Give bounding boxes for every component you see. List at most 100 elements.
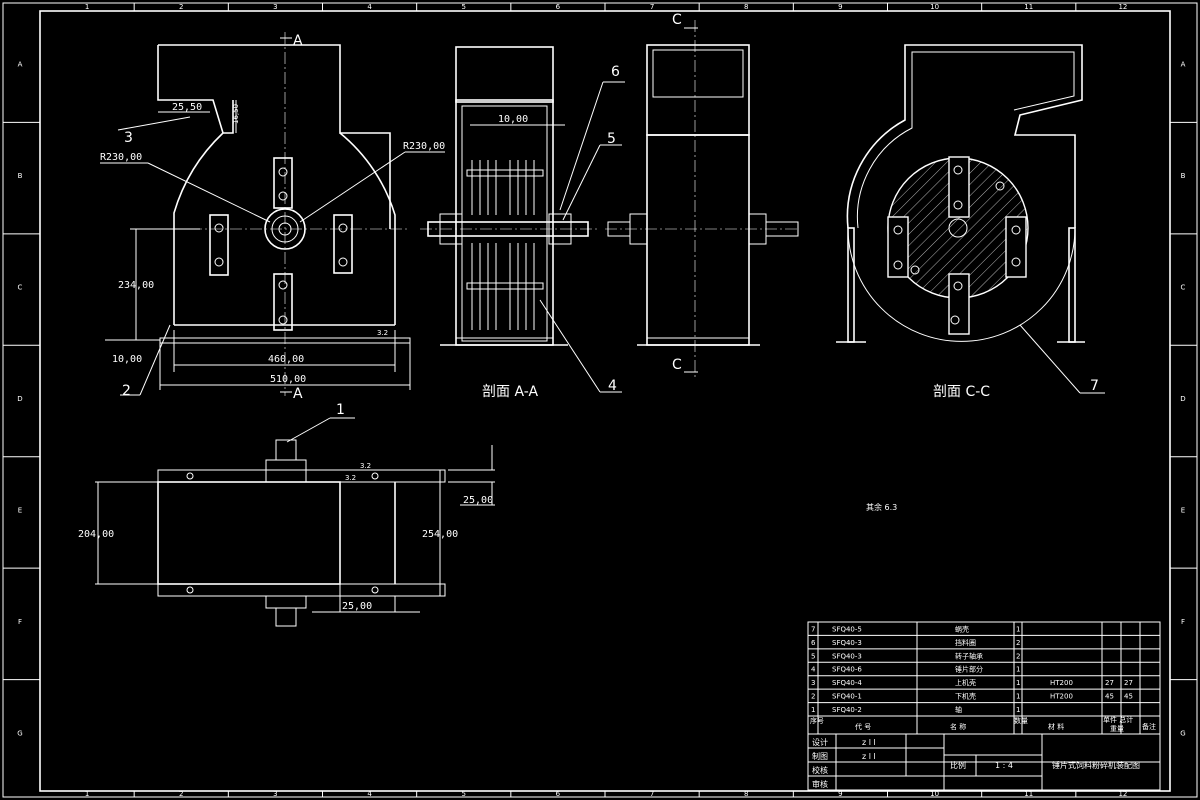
frame-row-right-B: B xyxy=(1181,172,1186,180)
bom-cell-name: 下机壳 xyxy=(955,692,976,701)
callout-4: 4 xyxy=(608,378,617,394)
tb-scale-value: 1 : 4 xyxy=(995,761,1013,770)
frame-col-top-5: 5 xyxy=(462,3,466,11)
dim-25-50: 25,50 xyxy=(172,102,202,113)
bom-cell-no: 4 xyxy=(811,666,816,674)
frame-col-top-11: 11 xyxy=(1024,3,1033,11)
section-c-c-view: 剖面 C-C 7 xyxy=(836,44,1105,400)
bom-cell-code: SFQ40-2 xyxy=(832,706,862,714)
roughness-mark-2: 3.2 xyxy=(360,462,371,470)
frame-col-bottom-1: 1 xyxy=(85,790,89,798)
dim-10-base: 10,00 xyxy=(112,354,142,365)
dim-10-00: 10,00 xyxy=(498,114,528,125)
bom-header-qty: 数量 xyxy=(1014,716,1028,725)
callout-2: 2 xyxy=(122,383,131,399)
frame-col-bottom-8: 8 xyxy=(744,790,748,798)
dim-25-right: 25,00 xyxy=(463,495,493,506)
bom-cell-qty: 1 xyxy=(1016,679,1020,687)
callout-1: 1 xyxy=(336,402,345,418)
dim-r230-left: R230,00 xyxy=(100,152,142,163)
bom-cell-no: 2 xyxy=(811,693,815,701)
tb-check-label: 校核 xyxy=(812,765,828,775)
section-c-bottom-label: C xyxy=(672,357,682,373)
bom-cell-no: 6 xyxy=(811,639,816,647)
tb-draw-label: 制图 xyxy=(812,751,828,761)
tb-scale-label: 比例 xyxy=(950,760,966,770)
frame-row-right-G: G xyxy=(1180,729,1185,737)
bom-cell-w1: 27 xyxy=(1105,679,1114,687)
tb-design-label: 设计 xyxy=(812,737,828,747)
section-c-top-label: C xyxy=(672,12,682,28)
dim-254: 254,00 xyxy=(422,529,458,540)
surface-finish-note: 其余 6.3 xyxy=(866,502,897,512)
front-view: A A R230,00 R230,00 234,00 460,00 510,00… xyxy=(100,32,445,402)
frame-col-bottom-12: 12 xyxy=(1118,790,1127,798)
dim-25-bottom: 25,00 xyxy=(342,601,372,612)
dim-510: 510,00 xyxy=(270,374,306,385)
frame-row-left-A: A xyxy=(18,61,23,69)
section-a-top-label: A xyxy=(293,33,303,49)
frame-col-top-7: 7 xyxy=(650,3,654,11)
bom-cell-code: SFQ40-3 xyxy=(832,652,862,660)
frame-col-top-4: 4 xyxy=(367,3,372,11)
frame-col-bottom-9: 9 xyxy=(838,790,842,798)
frame-row-left-E: E xyxy=(18,506,22,514)
bom-header-code: 代 号 xyxy=(855,722,871,731)
side-view: C C xyxy=(605,12,800,380)
bom-cell-name: 锤片部分 xyxy=(955,665,983,674)
bom-cell-no: 1 xyxy=(811,706,815,714)
frame-row-right-D: D xyxy=(1180,395,1185,403)
frame-col-bottom-11: 11 xyxy=(1024,790,1033,798)
frame-col-top-9: 9 xyxy=(838,3,842,11)
bom-header-weight-sub: 重量 xyxy=(1110,725,1124,733)
bom-cell-no: 3 xyxy=(811,679,815,687)
bom-cell-name: 转子轴承 xyxy=(955,651,983,660)
bom-cell-w2: 45 xyxy=(1124,693,1133,701)
bom-cell-name: 上机壳 xyxy=(955,678,976,687)
frame-col-bottom-2: 2 xyxy=(179,790,183,798)
frame-col-top-12: 12 xyxy=(1118,3,1127,11)
frame-col-bottom-4: 4 xyxy=(367,790,372,798)
section-aa-title: 剖面 A-A xyxy=(482,384,538,400)
bom-cell-name: 挡料圈 xyxy=(955,638,976,647)
roughness-mark-1: 3.2 xyxy=(377,329,388,337)
frame-col-top-1: 1 xyxy=(85,3,89,11)
hammer-bars xyxy=(471,160,535,330)
bom-cell-qty: 1 xyxy=(1016,706,1020,714)
tb-approve-label: 审核 xyxy=(812,779,828,789)
bom-cell-no: 5 xyxy=(811,652,815,660)
frame-col-bottom-10: 10 xyxy=(930,790,939,798)
dim-460: 460,00 xyxy=(268,354,304,365)
frame-row-left-B: B xyxy=(18,172,23,180)
bom-cell-code: SFQ40-3 xyxy=(832,639,862,647)
dim-r230-right: R230,00 xyxy=(403,141,445,152)
frame-row-left-F: F xyxy=(18,618,22,626)
title-block: 设计 z l l 制图 z l l 校核 审核 比例 1 : 4 锤片式饲料粉碎… xyxy=(807,733,1161,791)
frame-col-top-8: 8 xyxy=(744,3,748,11)
bom-cell-no: 7 xyxy=(811,625,815,633)
bom-header-note: 备注 xyxy=(1142,722,1156,731)
bom-cell-code: SFQ40-5 xyxy=(832,625,862,633)
frame-row-left-D: D xyxy=(17,395,22,403)
bom-cell-name: 轴 xyxy=(955,705,962,714)
dim-234: 234,00 xyxy=(118,280,154,291)
section-a-a-view: 10,00 剖面 A-A 6 5 4 xyxy=(420,46,625,400)
bom-cell-qty: 2 xyxy=(1016,639,1020,647)
bom-cell-code: SFQ40-4 xyxy=(832,679,862,687)
callout-7: 7 xyxy=(1090,378,1099,394)
bom-cell-qty: 1 xyxy=(1016,693,1020,701)
frame-row-right-F: F xyxy=(1181,618,1185,626)
bom-cell-mat: HT200 xyxy=(1050,693,1073,701)
frame-col-top-3: 3 xyxy=(273,3,277,11)
frame-row-right-A: A xyxy=(1181,61,1186,69)
frame-col-top-6: 6 xyxy=(556,3,561,11)
frame-col-bottom-3: 3 xyxy=(273,790,277,798)
dim-16-50: 16,50 xyxy=(232,104,240,124)
bom-header-material: 材 料 xyxy=(1048,722,1064,731)
bom-header-weight: 单件 总计 xyxy=(1103,715,1133,724)
roughness-mark-3: 3.2 xyxy=(345,474,356,482)
